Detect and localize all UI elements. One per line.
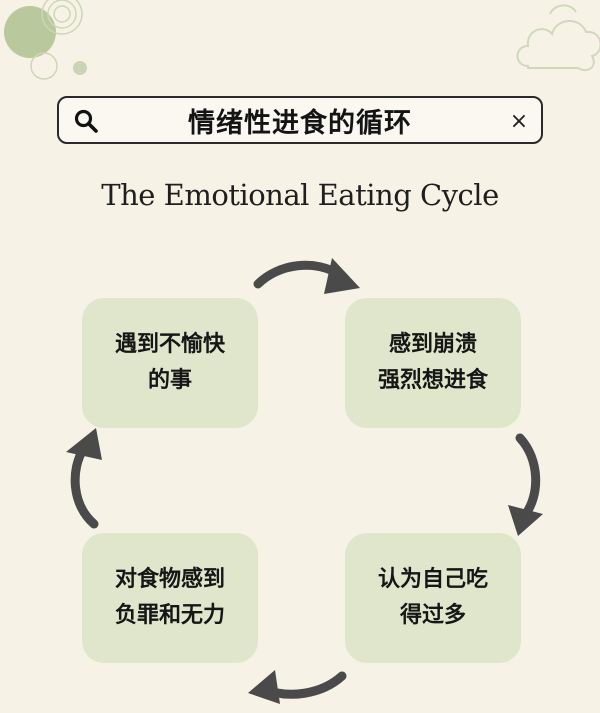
step-4-line-2: 负罪和无力 xyxy=(114,603,225,628)
step-1-line-2: 的事 xyxy=(147,368,192,393)
arrow-bottom xyxy=(257,671,347,699)
close-icon[interactable]: × xyxy=(509,109,529,134)
arrow-right-head xyxy=(508,505,543,536)
step-2-line-2: 强烈想进食 xyxy=(377,368,488,393)
decorative-circles xyxy=(4,0,87,80)
cycle-step-overwhelmed: 感到崩溃 强烈想进食 xyxy=(345,298,521,428)
arrow-top xyxy=(253,260,347,289)
search-bar[interactable]: 情绪性进食的循环 × xyxy=(57,96,543,144)
step-3-line-2: 得过多 xyxy=(399,603,466,628)
search-icon xyxy=(74,109,98,133)
arrow-bottom-head xyxy=(248,670,280,704)
step-4-line-1: 对食物感到 xyxy=(114,567,225,592)
step-3-line-1: 认为自己吃 xyxy=(377,567,488,592)
arrow-left xyxy=(70,443,99,529)
arrow-left-head xyxy=(66,428,102,460)
arrow-right xyxy=(515,433,541,520)
cycle-step-unpleasant-event: 遇到不愉快 的事 xyxy=(82,298,258,428)
arrow-top-head xyxy=(324,258,360,294)
search-query: 情绪性进食的循环 xyxy=(188,107,412,139)
step-2-line-1: 感到崩溃 xyxy=(388,332,477,357)
step-1-line-1: 遇到不愉快 xyxy=(114,332,225,357)
cloud-icon xyxy=(516,4,600,72)
cycle-step-guilt: 对食物感到 负罪和无力 xyxy=(82,533,258,663)
subtitle: The Emotional Eating Cycle xyxy=(101,178,499,212)
cycle-step-overate: 认为自己吃 得过多 xyxy=(345,533,521,663)
